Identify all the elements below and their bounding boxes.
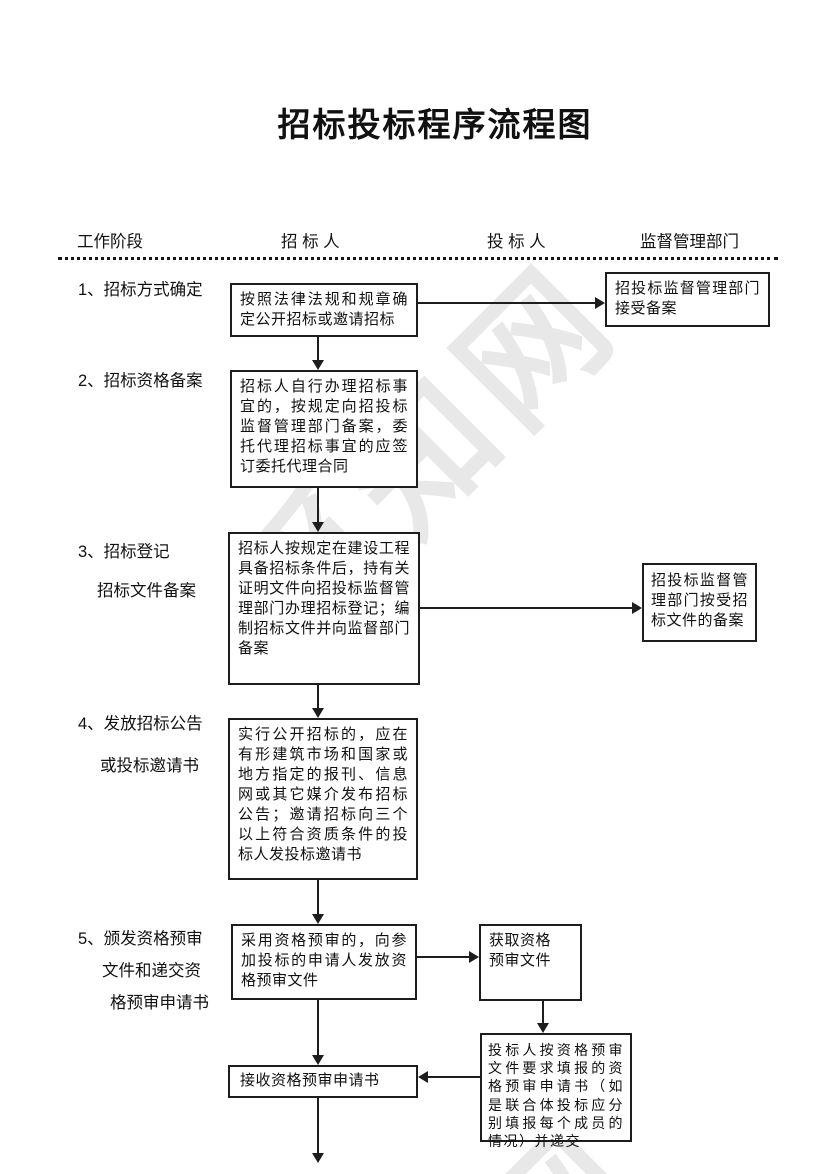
stage-label-5-line3: 格预审申请书: [110, 994, 209, 1012]
arrow-down-box5-to-receive-icon: [312, 1000, 324, 1065]
flow-box-supervision-accept-docs: 招投标监督管理部门按受招标文件的备案: [642, 563, 757, 642]
obtain-line-2: 预审文件: [489, 952, 552, 969]
flow-box-obtain-prequalification: 获取资格 预审文件: [479, 924, 582, 1001]
arrow-down-box4-to-box5-icon: [312, 880, 324, 924]
flow-box-registration: 招标人按规定在建设工程具备招标条件后，持有关证明文件向招投标监督管理部门办理招标…: [228, 532, 420, 685]
arrow-down-box3-to-box4-icon: [312, 685, 324, 718]
arrow-down-box2-to-box3-icon: [312, 488, 324, 532]
header-divider-dotted-line: [58, 243, 778, 260]
arrow-down-obtain-to-fill-icon: [537, 1001, 549, 1033]
arrow-right-to-supervision-record-icon: [418, 297, 605, 309]
stage-label-5-line2: 文件和递交资: [102, 962, 201, 980]
stage-label-5-line1: 5、颁发资格预审: [78, 930, 203, 948]
flow-box-determine-method: 按照法律法规和规章确定公开招标或邀请招标: [230, 283, 418, 337]
column-header-bidder: 投 标 人: [487, 233, 546, 251]
page-title: 招标投标程序流程图: [277, 106, 593, 143]
flow-box-fill-and-submit: 投标人按资格预审文件要求填报的资格预审申请书（如是联合体投标应分别填报每个成员的…: [480, 1033, 632, 1149]
column-header-tenderer: 招 标 人: [281, 233, 340, 251]
stage-label-2: 2、招标资格备案: [78, 372, 203, 390]
flow-box-announcement: 实行公开招标的，应在有形建筑市场和国家或地方指定的报刊、信息网或其它媒介发布招标…: [228, 718, 418, 880]
arrow-left-fill-to-receive-icon: [418, 1071, 480, 1083]
stage-label-4-line2: 或投标邀请书: [100, 757, 199, 775]
arrow-down-box1-to-box2-icon: [312, 337, 324, 370]
arrow-down-continuation-icon: [312, 1098, 324, 1163]
stage-label-1: 1、招标方式确定: [78, 281, 203, 299]
flow-box-supervision-accept-record: 招投标监督管理部门接受备案: [605, 272, 770, 327]
arrow-right-to-obtain-prequalification-icon: [417, 951, 479, 963]
flow-box-qualification-record: 招标人自行办理招标事宜的，按规定向招投标监督管理部门备案，委托代理招标事宜的应签…: [230, 370, 418, 488]
stage-label-4-line1: 4、发放招标公告: [78, 715, 203, 733]
arrow-right-to-supervision-docs-icon: [420, 602, 642, 614]
obtain-line-1: 获取资格: [489, 932, 552, 949]
flow-box-receive-application: 接收资格预审申请书: [228, 1065, 418, 1098]
column-header-work-stage: 工作阶段: [77, 233, 143, 251]
stage-label-3-line1: 3、招标登记: [78, 543, 170, 561]
stage-label-3-line2: 招标文件备案: [97, 582, 196, 600]
column-header-supervision-dept: 监督管理部门: [640, 233, 739, 251]
flow-box-prequalification-issue: 采用资格预审的，向参加投标的申请人发放资格预审文件: [231, 924, 417, 1000]
